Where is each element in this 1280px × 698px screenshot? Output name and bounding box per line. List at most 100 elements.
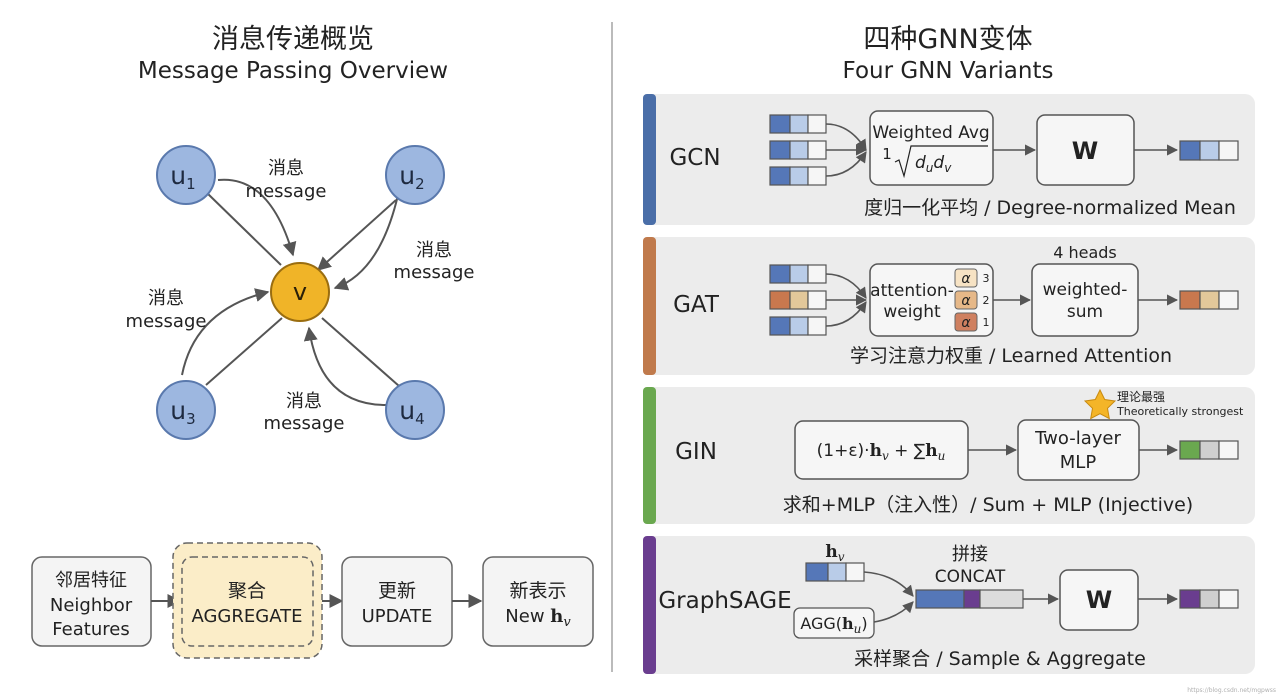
- svg-text:2: 2: [983, 294, 990, 307]
- edge-u4-v-message: [303, 326, 387, 406]
- svg-text:W: W: [1072, 137, 1098, 165]
- gcn-panel: GCN Weighted Avg 1 dudv: [643, 94, 1255, 225]
- pipeline-neighbor-features: 邻居特征 Neighbor Features: [31, 556, 152, 647]
- message-label-bottom: 消息 message: [264, 391, 345, 434]
- svg-text:1: 1: [983, 316, 990, 329]
- edge-u4-v: [321, 317, 400, 387]
- gin-caption: 求和+MLP（注入性）/ Sum + MLP (Injective): [783, 494, 1193, 516]
- edge-u3-v: [205, 317, 283, 386]
- svg-text:AGGREGATE: AGGREGATE: [191, 606, 302, 627]
- sage-output-vector: [1179, 589, 1239, 609]
- svg-text:Features: Features: [52, 619, 129, 640]
- gat-caption: 学习注意力权重 / Learned Attention: [850, 345, 1172, 367]
- svg-text:u3: u3: [170, 396, 195, 428]
- svg-text:message: message: [394, 262, 475, 283]
- node-u4: u4: [385, 380, 445, 440]
- svg-text:New hv: New hv: [505, 606, 571, 630]
- svg-text:u1: u1: [170, 161, 195, 193]
- svg-text:α: α: [961, 315, 971, 331]
- node-u1: u1: [156, 145, 216, 205]
- graph-edges: [181, 178, 400, 406]
- svg-text:理论最强: 理论最强: [1117, 390, 1165, 404]
- gcn-caption: 度归一化平均 / Degree-normalized Mean: [864, 197, 1236, 219]
- sage-caption: 采样聚合 / Sample & Aggregate: [854, 648, 1146, 670]
- gat-weighted-sum-box: weighted- sum: [1031, 263, 1139, 337]
- svg-text:attention-: attention-: [870, 281, 954, 301]
- pipeline-new-representation: 新表示 New hv: [482, 556, 594, 647]
- svg-text:Neighbor: Neighbor: [50, 595, 133, 616]
- gin-mlp-box: Two-layer MLP: [1017, 419, 1140, 481]
- gat-panel: GAT attention- weight α α α: [643, 237, 1255, 375]
- edge-u2-v: [316, 199, 397, 271]
- svg-text:sum: sum: [1067, 302, 1103, 322]
- svg-text:v: v: [293, 278, 307, 306]
- svg-text:dudv: dudv: [915, 153, 952, 175]
- svg-text:u2: u2: [399, 161, 424, 193]
- svg-text:新表示: 新表示: [509, 580, 566, 602]
- gcn-input-vectors: [769, 114, 827, 186]
- svg-text:1: 1: [882, 145, 892, 163]
- svg-text:MLP: MLP: [1060, 452, 1097, 473]
- message-label-left: 消息 message: [126, 288, 207, 332]
- sage-input-arrows: [863, 571, 914, 623]
- sage-label: GraphSAGE: [658, 588, 791, 614]
- watermark: https://blog.csdn.net/mgpwss: [1187, 687, 1276, 694]
- gat-label: GAT: [673, 292, 720, 318]
- sage-concat-en: CONCAT: [935, 567, 1006, 587]
- edge-u2-v-message: [333, 194, 399, 291]
- gat-input-arrows: [825, 273, 868, 327]
- gcn-output-vector: [1179, 140, 1239, 161]
- gat-output-vector: [1179, 290, 1239, 310]
- right-title-en: Four GNN Variants: [843, 58, 1054, 84]
- sage-concat-vector: [915, 589, 1024, 609]
- svg-text:消息: 消息: [148, 288, 184, 309]
- svg-text:u4: u4: [399, 396, 424, 428]
- node-u2: u2: [385, 145, 445, 205]
- svg-text:UPDATE: UPDATE: [362, 606, 433, 627]
- gin-strongest-badge: 理论最强 Theoretically strongest: [1083, 388, 1244, 420]
- gin-output-vector: [1179, 440, 1239, 460]
- sage-hv-label: hv: [825, 542, 844, 564]
- pipeline-update: 更新 UPDATE: [341, 556, 453, 647]
- svg-text:message: message: [246, 181, 327, 202]
- node-u3: u3: [156, 380, 216, 440]
- svg-text:邻居特征: 邻居特征: [55, 570, 127, 591]
- svg-text:weight: weight: [883, 302, 941, 322]
- svg-text:Two-layer: Two-layer: [1034, 428, 1121, 449]
- left-panel: 消息传递概览 Message Passing Overview u1 u2 u3: [31, 24, 594, 659]
- svg-text:消息: 消息: [286, 391, 322, 412]
- svg-text:更新: 更新: [378, 580, 416, 602]
- sage-agg-box: AGG(hu): [793, 607, 875, 639]
- gat-input-vectors: [769, 264, 827, 336]
- left-title-zh: 消息传递概览: [212, 24, 374, 55]
- edge-u1-v-message: [217, 178, 297, 257]
- message-label-top-left: 消息 message: [246, 158, 327, 202]
- svg-text:Weighted Avg: Weighted Avg: [872, 123, 989, 143]
- svg-text:AGG(hu): AGG(hu): [800, 614, 867, 636]
- gcn-w-box: W: [1036, 114, 1135, 186]
- sage-panel: GraphSAGE hv AGG(hu) 拼接 CONCAT W: [643, 536, 1255, 674]
- star-icon: [1083, 388, 1117, 420]
- svg-text:message: message: [126, 311, 207, 332]
- svg-text:消息: 消息: [268, 158, 304, 179]
- gcn-input-arrows: [825, 123, 868, 177]
- svg-text:消息: 消息: [416, 240, 452, 261]
- sage-hv-vector: [805, 562, 865, 582]
- svg-text:聚合: 聚合: [228, 580, 266, 602]
- svg-text:message: message: [264, 413, 345, 434]
- svg-text:weighted-: weighted-: [1043, 280, 1128, 300]
- gin-formula-box: (1+ε)·hv + ∑hu: [794, 420, 969, 480]
- gcn-label: GCN: [669, 145, 720, 171]
- gat-heads-label: 4 heads: [1053, 243, 1117, 262]
- edge-u3-v-message: [181, 288, 270, 376]
- gin-label: GIN: [675, 439, 717, 465]
- svg-text:3: 3: [983, 272, 990, 285]
- sage-concat-zh: 拼接: [952, 544, 988, 565]
- svg-text:α: α: [961, 293, 971, 309]
- pipeline-aggregate: 聚合 AGGREGATE: [172, 542, 323, 659]
- gat-attention-box: attention- weight α α α 3 2 1: [869, 263, 994, 337]
- right-title-zh: 四种GNN变体: [863, 24, 1032, 55]
- svg-text:α: α: [961, 271, 971, 287]
- svg-text:Theoretically strongest: Theoretically strongest: [1116, 405, 1244, 418]
